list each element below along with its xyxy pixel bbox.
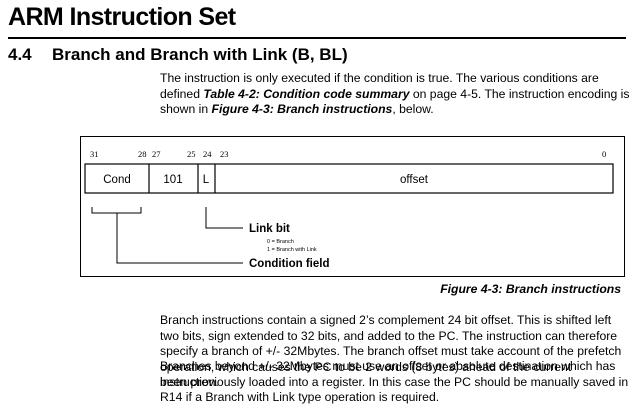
bit-25-label: 25 (187, 149, 196, 159)
bit-24-label: 24 (203, 149, 212, 159)
bit-28-label: 28 (138, 149, 147, 159)
condition-field-label: Condition field (249, 258, 329, 270)
link-bit-label: Link bit (249, 223, 290, 235)
section-title: Branch and Branch with Link (B, BL) (52, 45, 348, 64)
instruction-word-box (84, 163, 614, 194)
link-note-branch: 0 = Branch (267, 239, 294, 245)
bit-31-label: 31 (90, 149, 99, 159)
branch-encoding-diagram: 31 28 27 25 24 23 0 Cond 101 L offset Li… (84, 149, 614, 270)
section-number: 4.4 (8, 45, 32, 64)
title-rule (8, 37, 626, 39)
opcode-field: 101 (163, 174, 182, 186)
body-paragraph-1: Branch instructions contain a signed 2’s… (160, 313, 622, 389)
link-note-branch-with-link: 1 = Branch with Link (267, 247, 317, 253)
condition-field-leader (116, 213, 243, 264)
intro-paragraph: The instruction is only executed if the … (160, 71, 630, 118)
body-paragraph-2: Branches beyond +/- 32Mbytes must use an… (160, 359, 629, 404)
section-heading: 4.4 Branch and Branch with Link (B, BL) (8, 45, 348, 65)
document-title: ARM Instruction Set (8, 3, 236, 31)
bit-0-label: 0 (602, 149, 606, 159)
figure-reference-link: Figure 4-3: Branch instructions (211, 102, 393, 116)
intro-text-1: The instruction is only executed if the … (160, 71, 599, 101)
bit-27-label: 27 (152, 149, 161, 159)
figure-frame: 31 28 27 25 24 23 0 Cond 101 L offset Li… (80, 136, 625, 277)
bit-23-label: 23 (220, 149, 229, 159)
table-reference-link: Table 4-2: Condition code summary (203, 86, 410, 101)
cond-field: Cond (103, 174, 131, 186)
link-bit-leader (205, 207, 243, 229)
offset-field: offset (400, 174, 429, 186)
link-field: L (203, 174, 210, 186)
cond-field-bracket (91, 207, 142, 214)
intro-text-2: on page 4-5. The instruction encoding is… (160, 86, 630, 117)
intro-text-3: , below. (392, 102, 434, 116)
figure-caption: Figure 4-3: Branch instructions (440, 282, 621, 296)
